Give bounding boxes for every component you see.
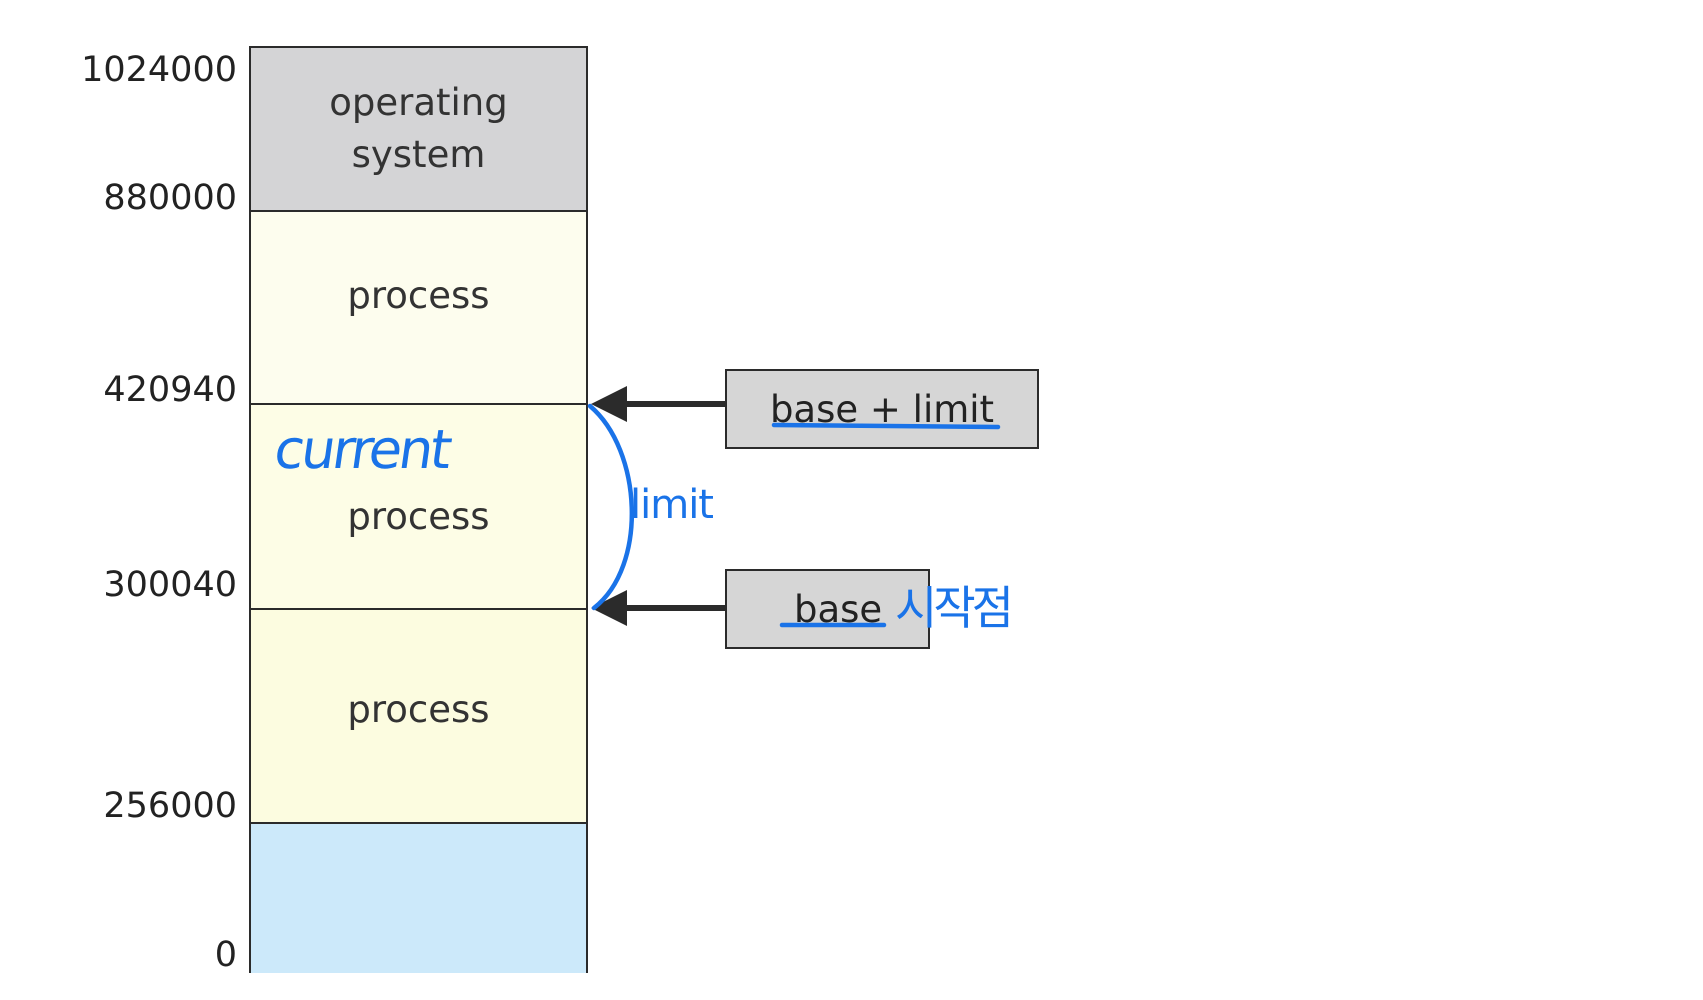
segment-process-current-label: process xyxy=(347,494,490,538)
address-880000: 880000 xyxy=(103,178,237,218)
segment-operating-system: operating system xyxy=(251,48,586,212)
address-256000: 256000 xyxy=(103,786,237,826)
address-300040: 300040 xyxy=(103,565,237,605)
address-420940: 420940 xyxy=(103,370,237,410)
segment-process-top-label: process xyxy=(347,273,490,317)
limit-register-label: base + limit xyxy=(769,387,995,431)
annotation-limit: limit xyxy=(630,482,714,528)
limit-register-box: base + limit xyxy=(725,369,1039,449)
segment-process-bottom: process xyxy=(251,610,586,824)
segment-free xyxy=(251,824,586,973)
memory-block: operating system process process process xyxy=(249,46,588,973)
segment-os-label: operating system xyxy=(329,81,508,176)
segment-process-current: process xyxy=(251,405,586,610)
annotation-start: 시작점 xyxy=(895,581,1014,635)
address-0: 0 xyxy=(214,935,237,975)
annotation-current: current xyxy=(270,418,454,481)
address-1024000: 1024000 xyxy=(81,50,237,90)
limit-brace-ink xyxy=(587,403,634,611)
base-register-label: base xyxy=(794,587,883,631)
segment-process-bottom-label: process xyxy=(347,688,490,731)
segment-process-top: process xyxy=(251,212,586,405)
